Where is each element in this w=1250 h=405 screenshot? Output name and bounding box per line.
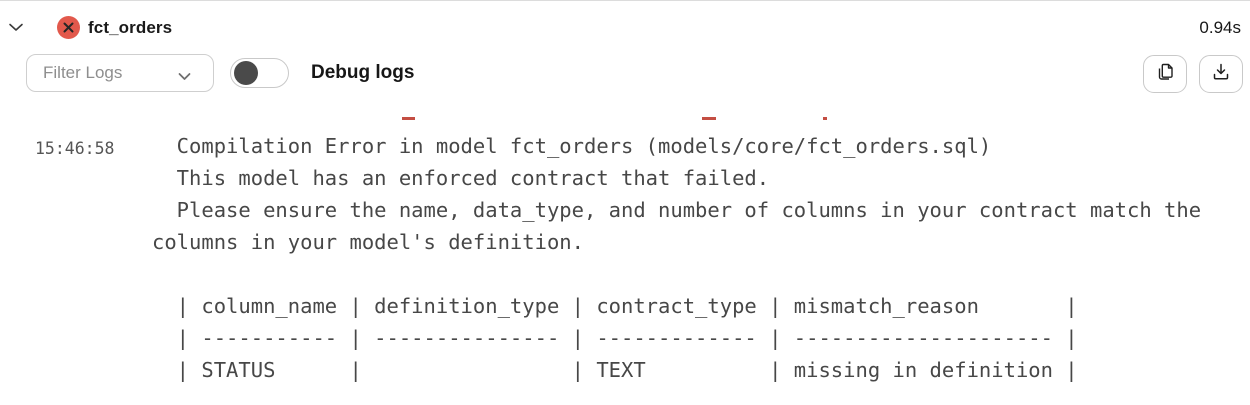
- download-logs-button[interactable]: [1199, 55, 1243, 93]
- log-output-area[interactable]: 15:46:58 Compilation Error in model fct_…: [0, 101, 1250, 405]
- error-status-icon: [57, 16, 80, 39]
- log-entry: 15:46:58 Compilation Error in model fct_…: [0, 130, 1250, 386]
- debug-logs-label: Debug logs: [311, 62, 415, 83]
- filter-logs-dropdown[interactable]: Filter Logs: [26, 54, 214, 92]
- download-icon: [1210, 61, 1232, 88]
- chevron-down-icon[interactable]: [8, 20, 24, 34]
- filter-logs-label: Filter Logs: [43, 63, 123, 82]
- log-timestamp: 15:46:58: [35, 139, 115, 158]
- clipped-log-line-remnant: [823, 117, 827, 120]
- copy-logs-button[interactable]: [1143, 55, 1187, 93]
- clipped-log-line-remnant: [402, 117, 415, 120]
- toggle-knob: [234, 61, 258, 85]
- copy-icon: [1154, 61, 1176, 88]
- log-message: Compilation Error in model fct_orders (m…: [152, 134, 1202, 382]
- run-duration: 0.94s: [1199, 18, 1241, 37]
- chevron-down-icon: [178, 68, 191, 86]
- debug-logs-toggle[interactable]: [230, 58, 289, 88]
- log-panel-header: fct_orders 0.94s: [0, 1, 1250, 53]
- log-toolbar: Filter Logs Debug logs: [0, 53, 1250, 101]
- model-name-title: fct_orders: [88, 18, 173, 37]
- clipped-log-line-remnant: [702, 117, 716, 120]
